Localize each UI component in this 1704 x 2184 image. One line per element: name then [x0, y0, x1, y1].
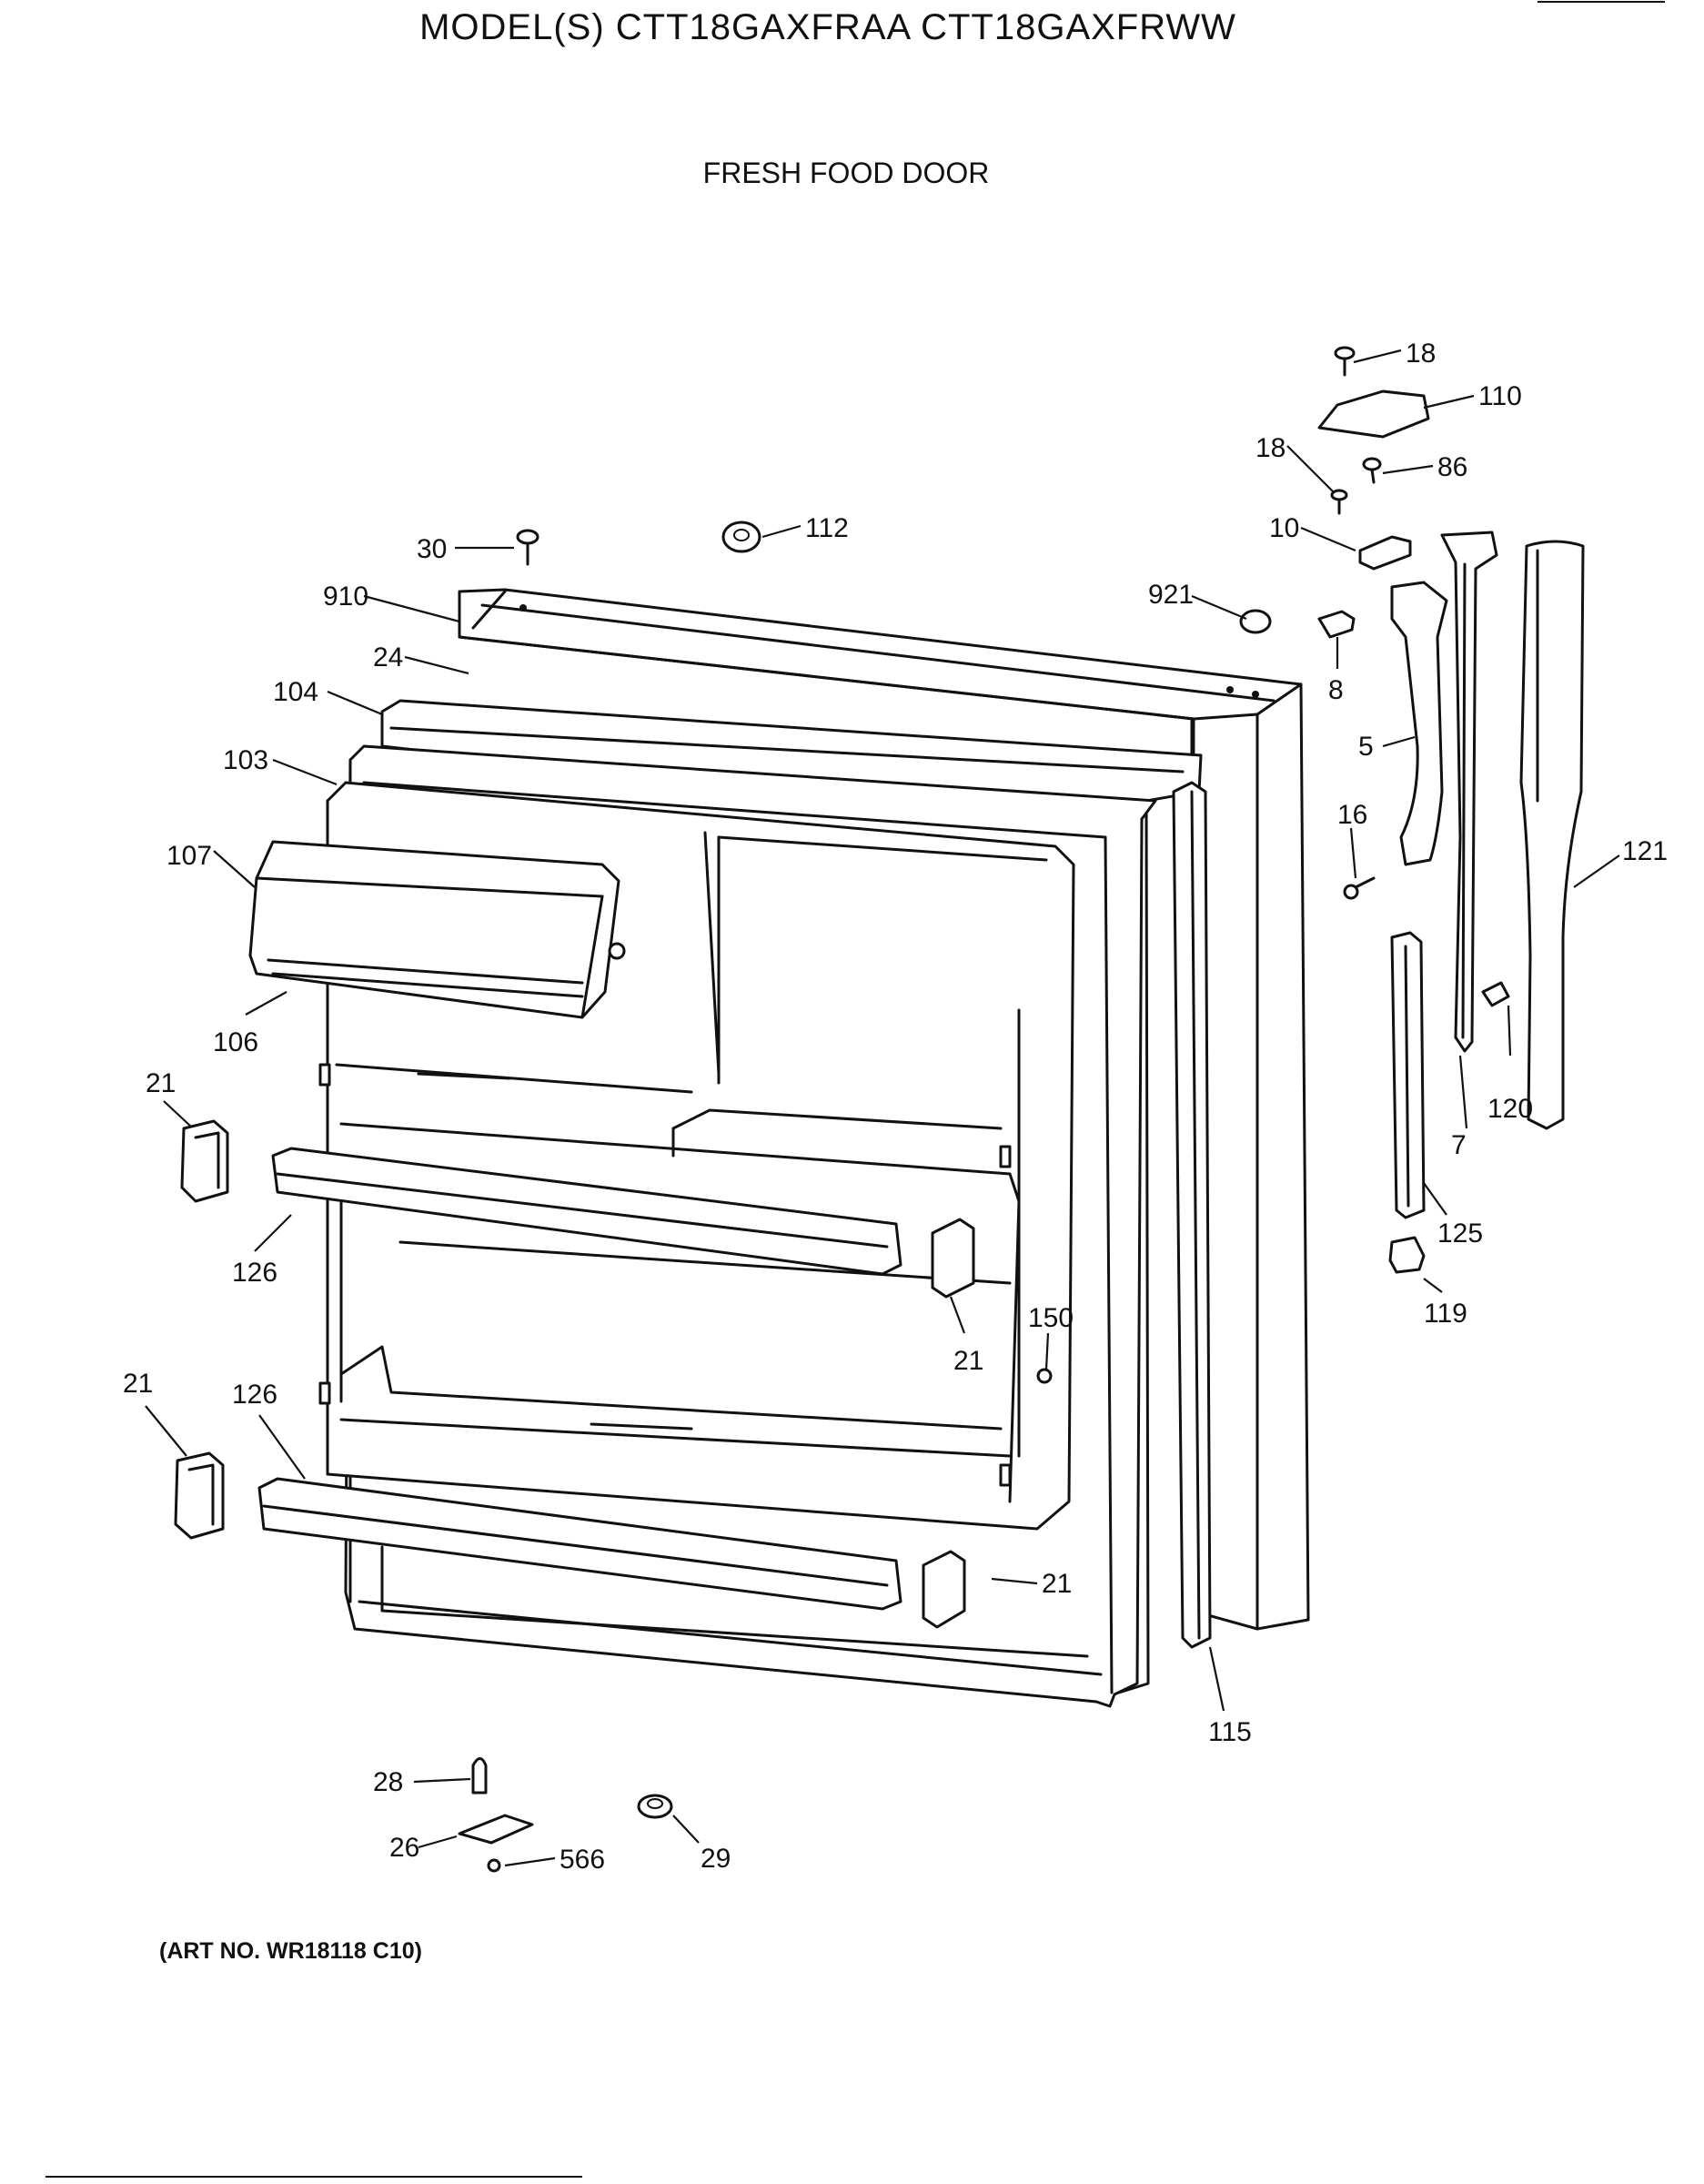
bin-21-lower-left [174, 1451, 225, 1540]
callout-910: 910 [323, 581, 368, 612]
screw-18-mid [1330, 489, 1348, 515]
screw-150 [1036, 1368, 1053, 1384]
door-handle [1519, 540, 1585, 1130]
callout-21-upper-right: 21 [953, 1346, 983, 1376]
callout-125: 125 [1437, 1218, 1483, 1249]
callout-110: 110 [1478, 381, 1522, 411]
bracket-26 [458, 1814, 534, 1845]
callout-7: 7 [1451, 1130, 1467, 1160]
callout-10: 10 [1269, 513, 1299, 543]
callout-126-lower: 126 [232, 1380, 277, 1410]
plug-921 [1239, 609, 1272, 634]
callout-18-top: 18 [1406, 339, 1436, 369]
callout-921: 921 [1148, 580, 1194, 610]
callout-16: 16 [1337, 800, 1367, 830]
screw-16 [1343, 876, 1376, 900]
bin-21-lower-right [922, 1550, 966, 1629]
handle-mount-bar [1390, 931, 1426, 1219]
callout-28: 28 [373, 1767, 403, 1797]
callout-121: 121 [1622, 836, 1668, 866]
model-title: MODEL(S) CTT18GAXFRAA CTT18GAXFRWW [419, 7, 1236, 47]
plug-112 [721, 521, 761, 553]
door-stop-28 [471, 1757, 488, 1795]
hinge-bracket [1358, 535, 1412, 571]
callout-566: 566 [560, 1845, 605, 1875]
callout-5: 5 [1358, 732, 1374, 762]
screw-120 [1481, 981, 1510, 1007]
handle-trim [1440, 531, 1498, 1053]
door-seal-strip [1172, 781, 1212, 1649]
hinge-cover [1317, 389, 1430, 439]
callout-24: 24 [373, 642, 403, 672]
callout-150: 150 [1028, 1303, 1074, 1333]
screw-30 [516, 529, 539, 566]
bushing-29 [637, 1794, 673, 1819]
callout-119: 119 [1424, 1299, 1467, 1329]
callout-103: 103 [223, 745, 268, 775]
callout-21-upper-left: 21 [146, 1068, 176, 1098]
leader-lines [145, 349, 1620, 1867]
callout-106: 106 [213, 1027, 258, 1057]
callout-112: 112 [805, 513, 849, 543]
dairy-compartment-door [248, 840, 626, 1019]
callout-104: 104 [273, 677, 318, 707]
screw-566 [487, 1858, 501, 1873]
callout-labels: 18 110 18 86 10 112 30 910 921 8 24 104 … [123, 339, 1668, 1875]
bin-21-upper-right [931, 1218, 975, 1299]
callout-21-lower-right: 21 [1042, 1569, 1072, 1599]
callout-21-lower-left: 21 [123, 1369, 153, 1399]
door-shelf-rail-upper [271, 1147, 902, 1276]
callout-26: 26 [389, 1833, 419, 1863]
callout-30: 30 [417, 534, 447, 564]
hinge-pin-block [1317, 610, 1356, 639]
clip-119 [1388, 1236, 1426, 1274]
callout-126-upper: 126 [232, 1258, 277, 1288]
callout-18-mid: 18 [1255, 433, 1286, 463]
handle-endcap [1390, 581, 1448, 866]
callout-115: 115 [1208, 1717, 1252, 1747]
art-number: (ART NO. WR18118 C10) [159, 1938, 422, 1964]
screw-86 [1362, 457, 1382, 484]
callout-107: 107 [166, 841, 212, 871]
callout-120: 120 [1487, 1094, 1533, 1124]
screw-18-top [1334, 346, 1356, 377]
bin-21-upper-left [180, 1119, 229, 1203]
callout-86: 86 [1437, 452, 1467, 482]
section-title: FRESH FOOD DOOR [702, 157, 990, 189]
door-shelf-rail-lower [257, 1477, 902, 1611]
callout-29: 29 [701, 1844, 731, 1874]
callout-8: 8 [1328, 675, 1344, 705]
